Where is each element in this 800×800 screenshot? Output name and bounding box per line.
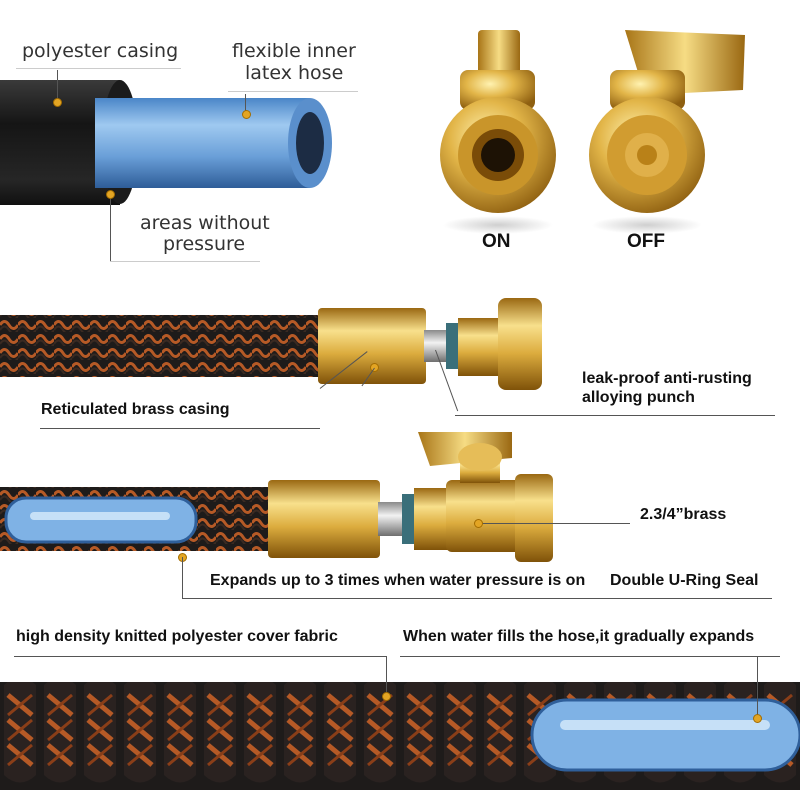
expands-label: Expands up to 3 times when water pressur… <box>210 572 586 589</box>
brass-size-label: 2.3/4”brass <box>640 506 727 523</box>
polyester-casing-label: polyester casing <box>22 40 179 62</box>
valve-off-illustration <box>589 30 745 234</box>
hose-brass-connector-illustration <box>0 298 542 390</box>
inner-hose-label-line1: flexible inner <box>232 40 356 62</box>
water-fills-label: When water fills the hose,it gradually e… <box>403 628 755 645</box>
hose-with-valve-illustration <box>0 432 553 562</box>
leak-proof-label-line1: leak-proof anti-rusting <box>582 370 752 387</box>
hose-cross-section-illustration <box>0 80 332 205</box>
knitted-cover-label: high density knitted polyester cover fab… <box>16 628 338 645</box>
double-u-ring-seal-label: Double U-Ring Seal <box>610 572 759 589</box>
valve-off-label: OFF <box>627 231 665 252</box>
leak-proof-label-line2: alloying punch <box>582 389 695 406</box>
valve-on-label: ON <box>482 231 511 252</box>
areas-without-pressure-line2: pressure <box>163 233 246 255</box>
valve-on-illustration <box>440 30 556 234</box>
reticulated-brass-label: Reticulated brass casing <box>41 401 230 418</box>
expanded-hose-illustration <box>0 682 800 790</box>
inner-hose-label-line2: latex hose <box>245 62 344 84</box>
areas-without-pressure-line1: areas without <box>140 212 270 234</box>
